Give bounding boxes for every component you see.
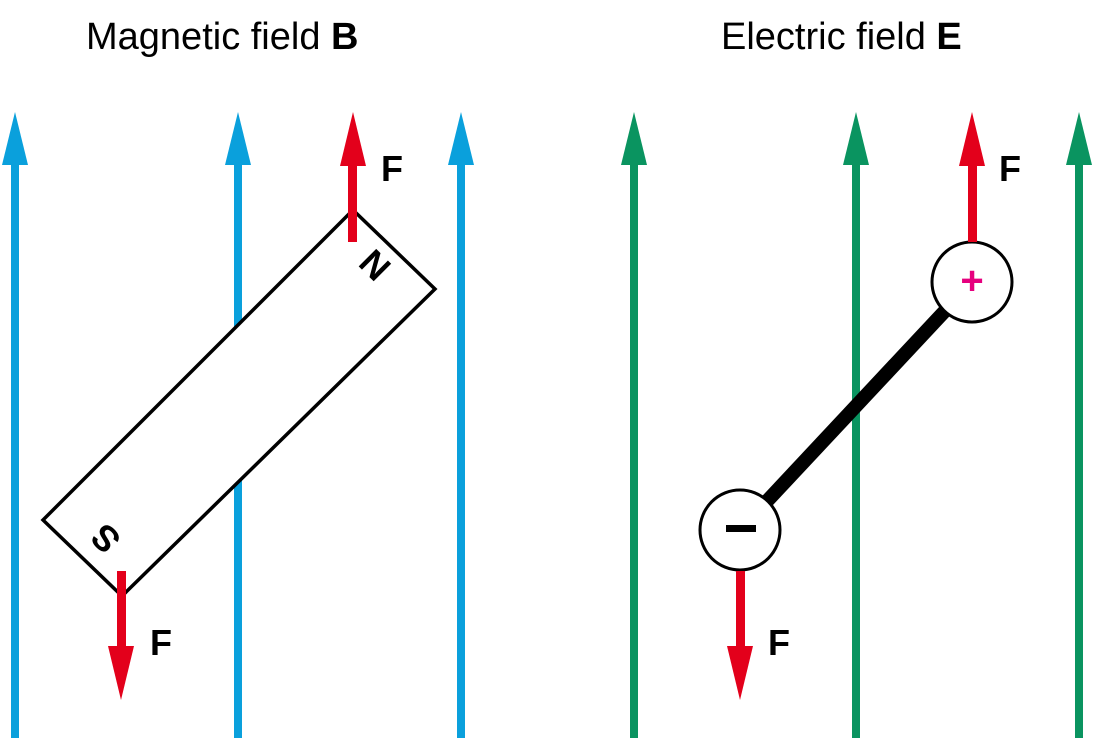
dipole-rod [734,277,978,535]
magnetic-force-up-arrow [340,112,366,242]
electric-field-line [1066,112,1092,738]
electric-force-up-label: F [999,148,1021,189]
electric-force-down-label: F [768,622,790,663]
magnetic-field-line [448,112,474,738]
electric-dipole: + [698,240,1014,572]
electric-title-text: Electric field [721,16,936,58]
electric-title-symbol: E [936,16,961,58]
electric-force-up-arrow [959,112,985,242]
magnetic-title-text: Magnetic field [86,16,331,58]
positive-charge-sign: + [960,259,983,303]
negative-charge-sign [726,525,756,532]
magnetic-title-symbol: B [331,16,358,58]
electric-field-title: Electric field E [721,16,962,58]
electric-field-line [843,112,869,738]
electric-field-line [621,112,647,738]
magnetic-force-down-label: F [150,622,172,663]
magnetic-force-up-label: F [381,148,403,189]
magnetic-field-line [2,112,28,738]
electric-force-down-arrow [727,571,753,700]
magnetic-field-title: Magnetic field B [86,16,358,58]
magnetic-force-down-arrow [108,571,134,700]
